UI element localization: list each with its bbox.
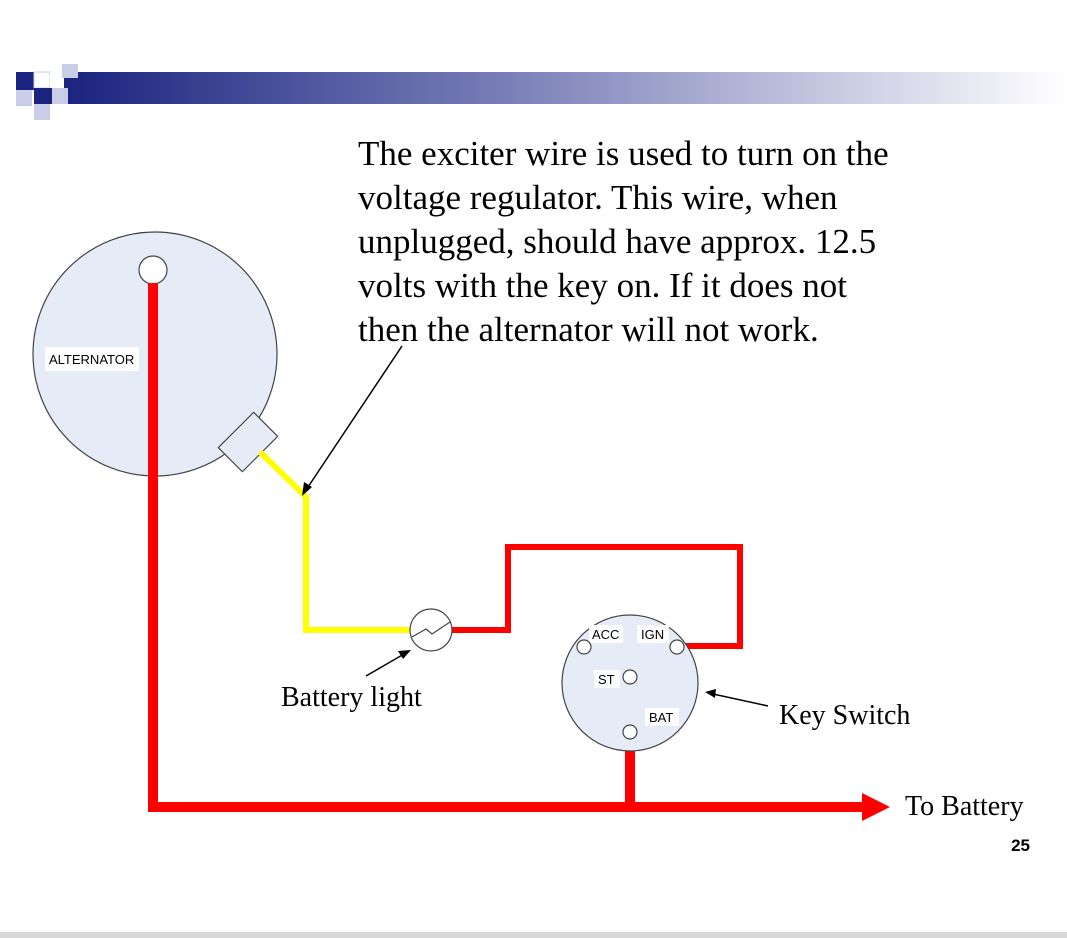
alternator-output-terminal [138, 255, 168, 285]
battery-light-label: Battery light [281, 682, 422, 713]
terminal-ign [669, 639, 685, 655]
terminal-bat [622, 724, 638, 740]
key-switch-callout-arrowhead [705, 689, 716, 698]
caption-line: volts with the key on. If it does not [358, 266, 847, 305]
to-battery-arrowhead [862, 793, 890, 821]
acc-label-box [589, 625, 623, 643]
exciter-callout-arrowhead [302, 482, 312, 496]
header-decoration [16, 64, 1067, 120]
header-square [16, 72, 34, 90]
battery-light-bulb [409, 608, 453, 652]
header-square [34, 88, 52, 104]
ign-label-box [637, 625, 669, 643]
header-gradient-bar [60, 72, 1067, 104]
terminal-acc [576, 639, 592, 655]
ign-wire [452, 544, 743, 649]
header-square [33, 71, 51, 89]
battery-light-callout-arrowhead [398, 650, 411, 659]
page-number: 25 [1011, 836, 1030, 855]
caption-line: then the alternator will not work. [358, 310, 819, 349]
alternator-label-box [45, 347, 139, 371]
header-square [34, 104, 50, 120]
terminal-label-ign: IGN [641, 627, 664, 642]
bat-label-box [645, 708, 679, 726]
battery-light-filament [411, 621, 451, 638]
key-switch-callout-line [712, 693, 769, 707]
battery-light-callout-line [365, 653, 405, 677]
terminal-label-st: ST [598, 672, 615, 687]
key-switch-label: Key Switch [779, 700, 910, 731]
header-square [62, 64, 78, 78]
caption-line: The exciter wire is used to turn on the [358, 134, 889, 173]
st-label-box [594, 670, 620, 688]
bottom-rule [0, 932, 1067, 938]
caption-line: voltage regulator. This wire, when [358, 178, 838, 217]
header-square [52, 88, 68, 104]
terminal-label-bat: BAT [649, 710, 673, 725]
terminal-label-acc: ACC [592, 627, 619, 642]
alternator-label: ALTERNATOR [49, 352, 134, 367]
header-square [50, 72, 64, 88]
terminal-st [622, 669, 638, 685]
to-battery-label: To Battery [905, 791, 1024, 822]
exciter-wire-caption: The exciter wire is used to turn on the … [358, 132, 978, 352]
exciter-wire [257, 449, 410, 633]
caption-line: unplugged, should have approx. 12.5 [358, 222, 877, 261]
exciter-callout-line [305, 345, 403, 491]
header-square [16, 90, 32, 106]
